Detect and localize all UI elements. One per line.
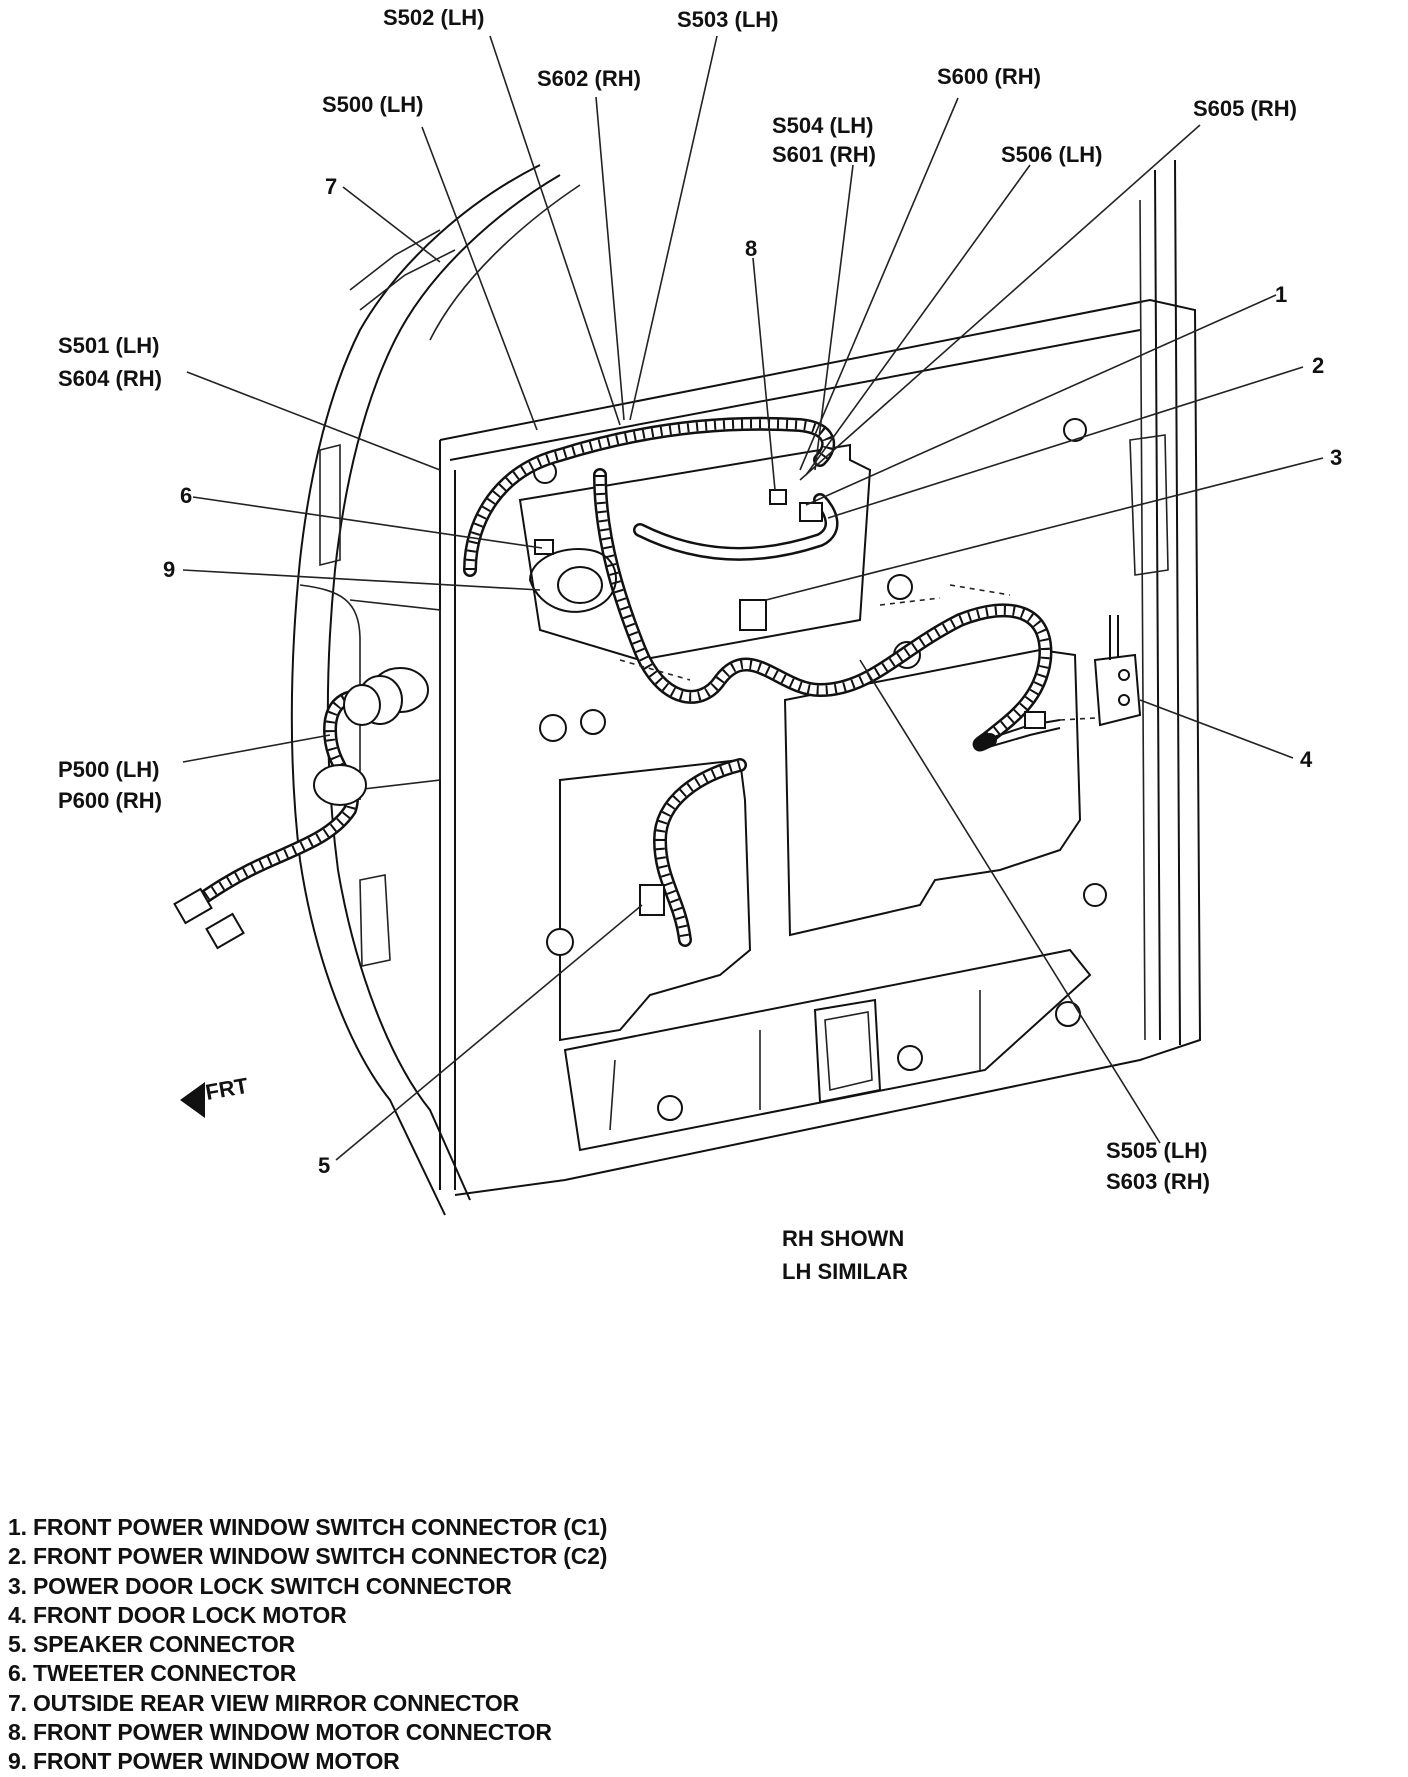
label-s602: S602 (RH): [537, 66, 641, 91]
legend-item: 7. OUTSIDE REAR VIEW MIRROR CONNECTOR: [8, 1689, 519, 1716]
label-n7: 7: [325, 174, 337, 199]
label-n3: 3: [1330, 445, 1342, 470]
label-s502: S502 (LH): [383, 5, 484, 30]
label-s501: S501 (LH): [58, 333, 159, 358]
front-arrow: [180, 1082, 205, 1118]
legend-item: 9. FRONT POWER WINDOW MOTOR: [8, 1748, 400, 1775]
harness-grommet: [313, 667, 429, 806]
label-s600: S600 (RH): [937, 64, 1041, 89]
legend-item: 1. FRONT POWER WINDOW SWITCH CONNECTOR (…: [8, 1514, 608, 1540]
front-arrow-icon: [180, 1082, 205, 1118]
label-p500: P500 (LH): [58, 757, 159, 782]
label-s605: S605 (RH): [1193, 96, 1297, 121]
legend-item: 2. FRONT POWER WINDOW SWITCH CONNECTOR (…: [8, 1543, 608, 1570]
label-s504: S504 (LH): [772, 113, 873, 138]
wire-harness: [193, 416, 1096, 947]
legend-item: 8. FRONT POWER WINDOW MOTOR CONNECTOR: [8, 1719, 552, 1746]
label-s505: S505 (LH): [1106, 1138, 1207, 1163]
label-frt: FRT: [204, 1073, 251, 1105]
legend-item: 5. SPEAKER CONNECTOR: [8, 1631, 295, 1658]
label-n5: 5: [318, 1153, 330, 1178]
component-legend: 1. FRONT POWER WINDOW SWITCH CONNECTOR (…: [8, 1513, 607, 1777]
note-rh-shown: RH SHOWN: [782, 1226, 904, 1251]
label-s506: S506 (LH): [1001, 142, 1102, 167]
door-lock-motor: [1093, 615, 1142, 727]
callout-labels: S502 (LH) S503 (LH) S602 (RH) S600 (RH) …: [58, 5, 1342, 1284]
label-s503: S503 (LH): [677, 7, 778, 32]
label-n1: 1: [1275, 282, 1287, 307]
panel-holes: [533, 418, 1107, 1121]
label-n6: 6: [180, 483, 192, 508]
legend-item: 3. POWER DOOR LOCK SWITCH CONNECTOR: [8, 1572, 512, 1599]
label-s500: S500 (LH): [322, 92, 423, 117]
label-p600: P600 (RH): [58, 788, 162, 813]
label-s603: S603 (RH): [1106, 1169, 1210, 1194]
door-outline: [290, 159, 1202, 1216]
legend-item: 4. FRONT DOOR LOCK MOTOR: [8, 1601, 347, 1628]
label-n8: 8: [745, 236, 757, 261]
label-s604: S604 (RH): [58, 366, 162, 391]
label-n4: 4: [1300, 747, 1313, 772]
label-s601: S601 (RH): [772, 142, 876, 167]
window-motor: [528, 548, 617, 613]
label-n9: 9: [163, 557, 175, 582]
label-n2: 2: [1312, 353, 1324, 378]
leader-lines: [182, 35, 1324, 1161]
legend-item: 6. TWEETER CONNECTOR: [8, 1660, 297, 1687]
note-lh-similar: LH SIMILAR: [782, 1259, 908, 1284]
connectors: [173, 489, 1046, 950]
